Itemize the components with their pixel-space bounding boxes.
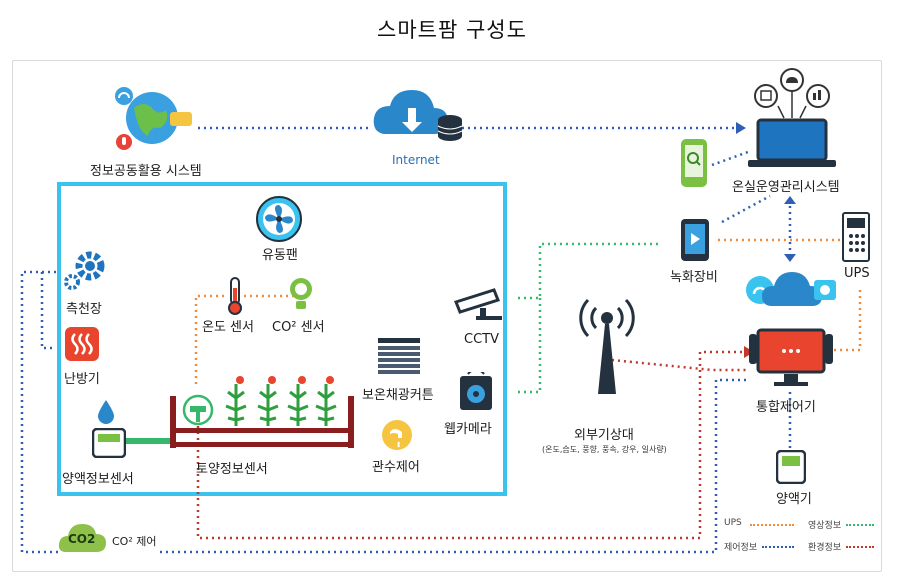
ups-icon	[842, 212, 870, 262]
weather-label: 외부기상대	[574, 428, 634, 443]
fan-icon	[254, 194, 304, 244]
soil-bed-icon	[168, 372, 356, 452]
farm-boundary	[57, 182, 507, 496]
gear-label: 측천장	[66, 302, 102, 317]
diagram-frame	[12, 60, 882, 572]
controller-label: 통합제어기	[756, 400, 816, 415]
co2-control-label: CO² 제어	[112, 535, 157, 548]
recorder-icon	[680, 218, 710, 262]
gear-icon	[60, 248, 110, 292]
nutrient-sensor-label: 양액정보센서	[62, 472, 134, 487]
webcam-icon	[458, 372, 494, 412]
globe-icon	[112, 84, 196, 154]
nutrient-sensor-icon	[92, 428, 126, 458]
internet-label: Internet	[392, 153, 440, 167]
co2-sensor-icon	[288, 276, 314, 312]
greenhouse-system-label: 온실운영관리시스템	[732, 180, 840, 195]
nutrient-machine-label: 양액기	[776, 492, 812, 507]
cctv-icon	[454, 286, 510, 322]
legend: UPS 영상정보 제어정보 환경정보	[722, 512, 882, 562]
webcam-label: 웹카메라	[444, 422, 492, 437]
controller-cloud-icon	[744, 266, 840, 310]
irrigation-icon	[380, 418, 414, 452]
co2-cloud-label: CO2	[68, 532, 96, 546]
weather-tower-icon	[572, 290, 642, 396]
smartphone-icon	[680, 138, 708, 188]
curtain-label: 보온채광커튼	[362, 388, 434, 403]
soil-sensor-label: 토양정보센서	[196, 462, 268, 477]
legend-ups-line	[750, 524, 794, 526]
co2-sensor-label: CO² 센서	[272, 320, 325, 335]
legend-video-line	[846, 524, 874, 526]
legend-env-label: 환경정보	[808, 543, 842, 553]
water-drop-icon	[96, 398, 116, 424]
heater-label: 난방기	[64, 372, 100, 387]
co2-cloud-icon: CO2	[58, 522, 106, 556]
legend-control-line	[762, 546, 794, 548]
recorder-label: 녹화장비	[670, 270, 718, 285]
laptop-icon	[744, 66, 840, 172]
cctv-label: CCTV	[464, 332, 499, 347]
curtain-icon	[376, 336, 422, 376]
irrigation-label: 관수제어	[372, 460, 420, 475]
legend-video-label: 영상정보	[808, 521, 842, 531]
controller-monitor-icon	[748, 328, 834, 388]
info-system-label: 정보공동활용 시스템	[90, 164, 202, 179]
legend-env-line	[846, 546, 874, 548]
weather-sub-label: (온도,습도, 풍향, 풍속, 강우, 일사량)	[542, 445, 667, 454]
heater-icon	[64, 326, 100, 362]
fan-label: 유동팬	[262, 248, 298, 263]
ups-label: UPS	[844, 266, 870, 281]
nutrient-machine-icon	[776, 450, 806, 484]
temp-sensor-label: 온도 센서	[202, 320, 254, 335]
legend-ups-label: UPS	[724, 518, 742, 528]
legend-control-label: 제어정보	[724, 543, 758, 553]
cloud-icon	[370, 84, 466, 148]
thermometer-icon	[222, 276, 248, 316]
page-title: 스마트팜 구성도	[377, 18, 527, 42]
